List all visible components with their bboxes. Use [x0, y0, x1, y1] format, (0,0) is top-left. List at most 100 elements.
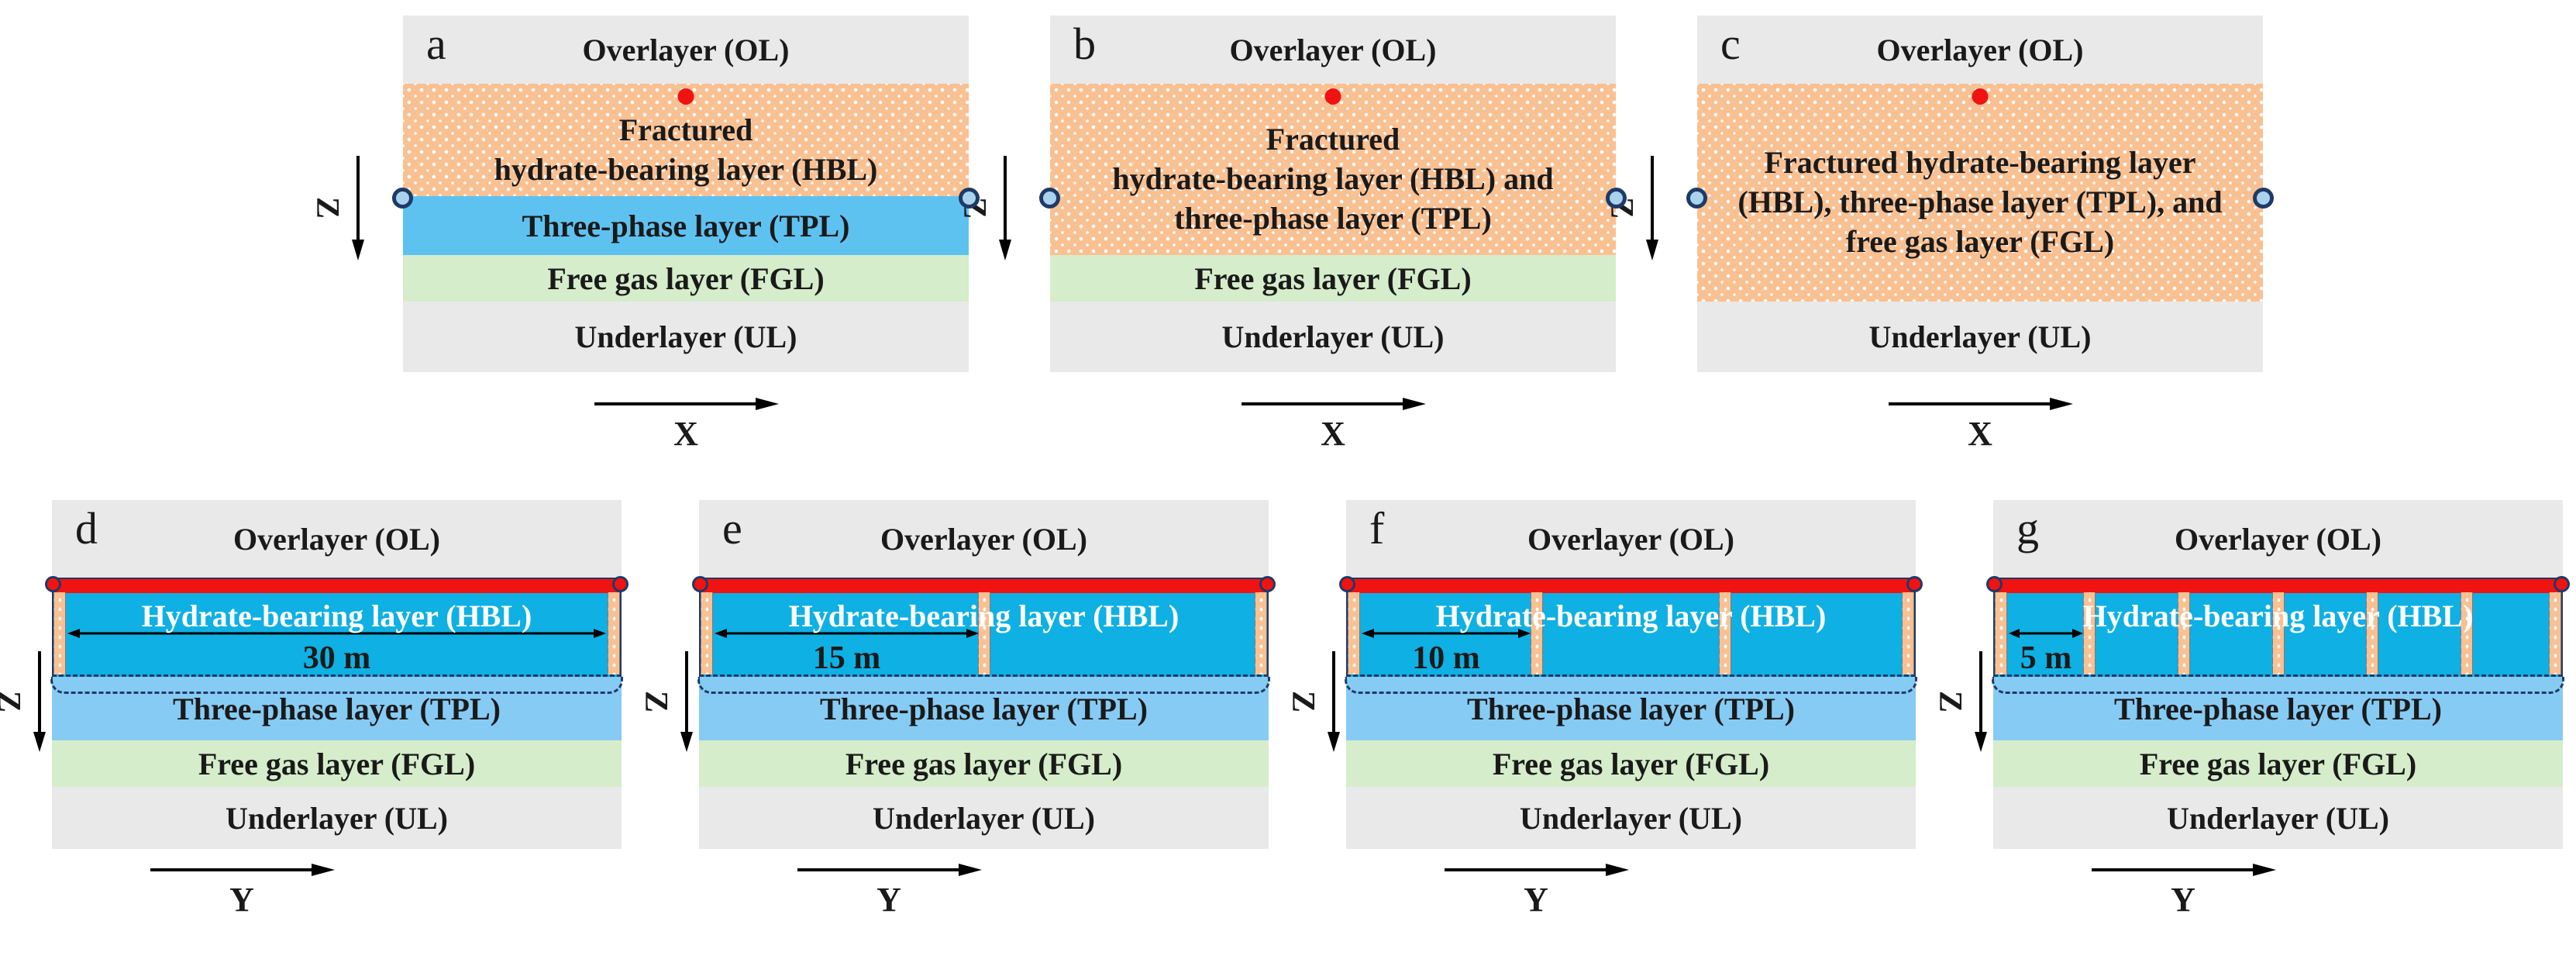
corner-node-marker-right: [612, 576, 629, 592]
y-axis: Y: [1443, 863, 1629, 919]
fracture-column: [2461, 592, 2474, 674]
dimension-label: 30 m: [302, 640, 371, 676]
overlayer-label: Overlayer (OL): [1527, 521, 1734, 557]
fractured-layer-label: Fractured hydrate-bearing layer (HBL): [494, 112, 878, 187]
fractured-hbl-layer: Fractured hydrate-bearing layer (HBL): [403, 84, 969, 196]
z-axis-arrow-icon: [680, 651, 694, 752]
y-axis: Y: [149, 863, 335, 919]
underlayer: Underlayer (UL): [1993, 787, 2563, 849]
free-gas-layer: Free gas layer (FGL): [699, 740, 1269, 787]
panel-letter: a: [426, 19, 446, 69]
three-phase-layer-label: Three-phase layer (TPL): [2114, 691, 2442, 726]
well-dot-marker: [1324, 88, 1341, 105]
z-axis-arrow-icon: [999, 155, 1012, 260]
z-axis-label: Z: [0, 691, 27, 712]
underlayer: Underlayer (UL): [1697, 302, 2263, 372]
overlayer: b Overlayer (OL): [1050, 16, 1616, 84]
fracture-column: [701, 592, 713, 674]
hbl-label: Hydrate-bearing layer (HBL): [788, 599, 1180, 633]
boundary-node-marker-right: [959, 188, 980, 209]
three-phase-layer-label: Three-phase layer (TPL): [820, 691, 1148, 726]
panel-letter: f: [1369, 503, 1385, 554]
underlayer: Underlayer (UL): [1346, 787, 1916, 849]
dimension-arrow-icon: [2009, 629, 2083, 638]
z-axis: Z: [309, 154, 366, 262]
panel-letter: e: [722, 503, 742, 554]
underlayer-label: Underlayer (UL): [1221, 319, 1445, 354]
red-fracture-bar: [701, 579, 1267, 593]
x-axis: X: [1240, 397, 1426, 454]
fractured-layer-label: Fractured hydrate-bearing layer (HBL) an…: [1112, 122, 1554, 236]
dimension-label: 5 m: [2020, 640, 2072, 676]
underlayer: Underlayer (UL): [403, 302, 969, 372]
overlayer-label: Overlayer (OL): [2175, 521, 2381, 557]
boundary-node-marker-left: [1039, 188, 1060, 209]
free-gas-layer-label: Free gas layer (FGL): [547, 260, 825, 296]
red-fracture-bar: [53, 579, 620, 593]
panel-f: f Overlayer (OL) Hydrate-bearing layer (…: [1285, 500, 1923, 919]
underlayer: Underlayer (UL): [1050, 302, 1616, 372]
z-axis: Z: [0, 651, 47, 752]
overlayer-label: Overlayer (OL): [582, 32, 790, 67]
corner-node-marker-left: [45, 576, 61, 592]
overlayer-label: Overlayer (OL): [233, 521, 440, 557]
dimension-label: 10 m: [1412, 640, 1480, 676]
x-axis-arrow-icon: [1242, 398, 1426, 410]
hydrate-bearing-block: Hydrate-bearing layer (HBL) 15 m: [692, 576, 1276, 677]
fracture-column: [53, 592, 66, 674]
phase-boundary-dashed: [697, 677, 1270, 694]
underlayer: Underlayer (UL): [699, 787, 1269, 849]
panel-letter: c: [1720, 19, 1741, 69]
free-gas-layer: Free gas layer (FGL): [1993, 740, 2563, 787]
free-gas-layer-label: Free gas layer (FGL): [1194, 260, 1472, 296]
underlayer-label: Underlayer (UL): [574, 319, 797, 354]
x-axis-label: X: [1321, 415, 1345, 453]
z-axis: Z: [638, 651, 694, 752]
corner-node-marker-right: [1906, 576, 1923, 592]
fracture-column: [1530, 592, 1543, 674]
fracture-column: [2549, 592, 2561, 674]
free-gas-layer: Free gas layer (FGL): [1050, 255, 1616, 302]
overlayer-label: Overlayer (OL): [1876, 32, 2084, 67]
fractured-layer-label: Fractured hydrate-bearing layer (HBL), t…: [1737, 145, 2223, 259]
y-axis: Y: [2090, 863, 2276, 919]
phase-boundary-dashed: [1992, 677, 2564, 694]
free-gas-layer-label: Free gas layer (FGL): [1492, 746, 1770, 781]
fracture-column: [1719, 592, 1732, 674]
underlayer-label: Underlayer (UL): [1868, 319, 2092, 354]
hydrate-bearing-block: Hydrate-bearing layer (HBL) 5 m: [1986, 576, 2570, 677]
overlayer: c Overlayer (OL): [1697, 16, 2263, 84]
three-phase-layer-label: Three-phase layer (TPL): [173, 691, 501, 726]
well-dot-marker: [677, 88, 694, 105]
z-axis-arrow-icon: [352, 155, 365, 260]
y-axis: Y: [796, 863, 982, 919]
panel-g: g Overlayer (OL) Hydrate-bearing layer (…: [1932, 500, 2570, 919]
z-axis-label: Z: [1285, 690, 1321, 713]
corner-node-marker-left: [692, 576, 708, 592]
overlayer: a Overlayer (OL): [403, 16, 969, 84]
three-phase-layer: Three-phase layer (TPL): [1993, 677, 2563, 740]
three-phase-layer: Three-phase layer (TPL): [699, 677, 1269, 740]
dimension-label: 15 m: [812, 640, 881, 676]
corner-node-marker-left: [1339, 576, 1355, 592]
panel-a: a Overlayer (OL) Fractured hydrate-beari…: [309, 16, 980, 453]
hbl-label: Hydrate-bearing layer (HBL): [2082, 599, 2474, 633]
z-axis-arrow-icon: [1646, 155, 1659, 260]
free-gas-layer: Free gas layer (FGL): [52, 740, 622, 787]
panel-c: c Overlayer (OL) Fractured hydrate-beari…: [1603, 16, 2274, 453]
free-gas-layer-label: Free gas layer (FGL): [2139, 746, 2417, 781]
dimension-arrow-icon: [67, 629, 606, 638]
three-phase-layer: Three-phase layer (TPL): [403, 196, 969, 255]
overlayer: e Overlayer (OL): [699, 500, 1269, 578]
x-axis: X: [1887, 397, 2073, 454]
boundary-node-marker-right: [1606, 188, 1627, 209]
fracture-column: [2082, 592, 2096, 674]
three-phase-layer-label: Three-phase layer (TPL): [1467, 691, 1795, 726]
free-gas-layer-label: Free gas layer (FGL): [845, 746, 1123, 781]
boundary-node-marker-left: [1686, 188, 1707, 209]
y-axis-label: Y: [2171, 881, 2195, 919]
panel-d: d Overlayer (OL) Hydrate-bearing layer (…: [0, 500, 629, 919]
red-fracture-bar: [1995, 579, 2561, 593]
overlayer-label: Overlayer (OL): [1229, 32, 1437, 67]
